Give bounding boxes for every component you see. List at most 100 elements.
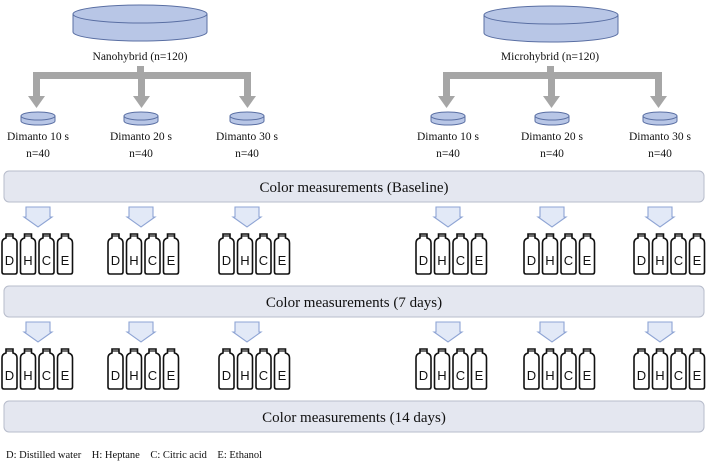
microhybrid-disc (483, 5, 619, 43)
svg-text:D: D (5, 368, 14, 383)
bottle-h: H (125, 233, 143, 275)
svg-text:D: D (222, 253, 231, 268)
bottle-h: H (651, 233, 669, 275)
bottle-c: C (670, 348, 687, 390)
svg-text:C: C (456, 368, 465, 383)
bottle-d: D (1, 348, 18, 390)
nanohybrid-disc (72, 4, 208, 42)
subgroup-name: Dimanto 20 s (521, 131, 583, 143)
svg-text:H: H (655, 368, 664, 383)
bottle-c: C (452, 233, 469, 275)
sample-disc (534, 111, 570, 126)
svg-text:D: D (5, 253, 14, 268)
down-arrow (432, 321, 464, 343)
svg-text:E: E (583, 368, 592, 383)
svg-text:H: H (545, 368, 554, 383)
sample-disc (229, 111, 265, 126)
bottle-c: C (38, 233, 55, 275)
svg-text:C: C (259, 368, 268, 383)
bottle-e: E (470, 348, 488, 390)
down-arrows (22, 206, 676, 343)
bottle-e: E (56, 348, 74, 390)
bottle-c: C (144, 348, 161, 390)
subgroup-0: Dimanto 10 s n=40 (7, 111, 70, 160)
down-arrow (125, 321, 157, 343)
down-arrow (22, 206, 54, 228)
sample-disc (20, 111, 56, 126)
svg-text:H: H (655, 253, 664, 268)
bottle-d: D (633, 233, 650, 275)
svg-text:H: H (437, 368, 446, 383)
svg-text:C: C (564, 253, 573, 268)
bottle-d: D (218, 233, 235, 275)
subgroup-4: Dimanto 20 sn=40 (521, 111, 584, 160)
subgroup-1: Dimanto 20 s n=40 (110, 111, 173, 160)
bottle-e: E (162, 233, 180, 275)
bottle-c: C (452, 348, 469, 390)
bottle-h: H (236, 233, 254, 275)
bottle-d: D (107, 233, 124, 275)
bottle-c: C (38, 348, 55, 390)
svg-text:E: E (278, 368, 287, 383)
sample-disc (430, 111, 466, 126)
subgroup-n: n=40 (436, 148, 460, 160)
bottle-d: D (523, 233, 540, 275)
bottle-c: C (560, 348, 577, 390)
svg-text:C: C (674, 253, 683, 268)
down-arrow (644, 321, 676, 343)
subgroup-n: n=40 (235, 148, 259, 160)
svg-text:H: H (129, 368, 138, 383)
subgroup-name: Dimanto 20 s (110, 131, 172, 143)
bottle-h: H (19, 233, 37, 275)
subgroup-n: n=40 (26, 148, 50, 160)
subgroup-n: n=40 (648, 148, 672, 160)
bottle-e: E (162, 348, 180, 390)
sample-disc (123, 111, 159, 126)
svg-text:E: E (475, 368, 484, 383)
bottle-d: D (415, 348, 432, 390)
svg-text:H: H (240, 253, 249, 268)
svg-text:D: D (222, 368, 231, 383)
nanohybrid-branch (28, 66, 256, 108)
down-arrow (231, 321, 263, 343)
bottle-d: D (633, 348, 650, 390)
svg-text:D: D (419, 253, 428, 268)
subgroup-n: n=40 (129, 148, 153, 160)
bottle-c: C (670, 233, 687, 275)
subgroup-5: Dimanto 30 sn=40 (629, 111, 692, 160)
svg-text:E: E (278, 253, 287, 268)
bottle-c: C (255, 233, 272, 275)
bottle-h: H (19, 348, 37, 390)
bottle-e: E (273, 233, 291, 275)
subgroup-name: Dimanto 10 s (7, 131, 69, 143)
subgroup-name: Dimanto 10 s (417, 131, 479, 143)
down-arrow (536, 321, 568, 343)
svg-text:E: E (167, 368, 176, 383)
bottle-h: H (541, 348, 559, 390)
bottle-d: D (415, 233, 432, 275)
svg-text:E: E (167, 253, 176, 268)
bottle-e: E (578, 233, 596, 275)
nanohybrid-label: Nanohybrid (n=120) (93, 51, 188, 63)
svg-text:E: E (61, 253, 70, 268)
stage-7-days: Color measurements (7 days) (3, 285, 705, 318)
svg-text:H: H (23, 368, 32, 383)
svg-text:C: C (674, 368, 683, 383)
svg-text:C: C (259, 253, 268, 268)
bottle-d: D (1, 233, 18, 275)
svg-text:D: D (527, 253, 536, 268)
svg-text:H: H (240, 368, 249, 383)
svg-text:C: C (42, 368, 51, 383)
bottle-c: C (144, 233, 161, 275)
svg-text:D: D (111, 253, 120, 268)
svg-text:H: H (437, 253, 446, 268)
svg-text:E: E (475, 253, 484, 268)
svg-text:D: D (637, 253, 646, 268)
stage-label: Color measurements (7 days) (266, 295, 442, 311)
